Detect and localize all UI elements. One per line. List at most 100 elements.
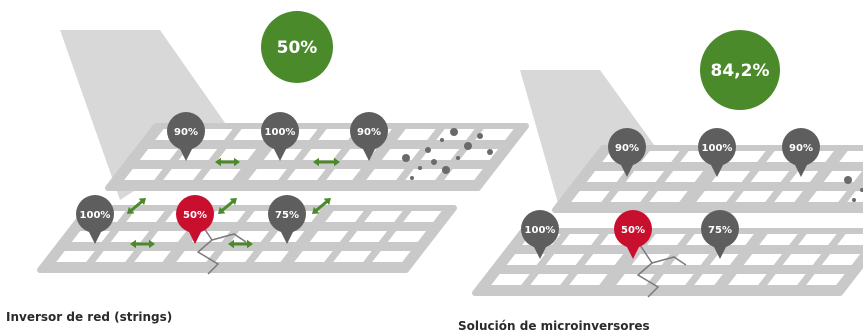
arrow-shaft (220, 200, 235, 212)
panel-cell (584, 254, 624, 265)
marker-label: 90% (174, 127, 198, 138)
panel-cell (333, 251, 372, 262)
efficiency-value: 50% (277, 38, 318, 58)
panel-cell (302, 149, 342, 160)
marker-panel: 100% (521, 210, 559, 259)
dirt-spot (410, 176, 414, 180)
dirt-spot (860, 188, 863, 192)
solar-panel (552, 145, 734, 213)
dirt-spot (844, 176, 852, 184)
marker-underperforming: 50% (614, 210, 652, 259)
double-arrow-icon (218, 198, 237, 214)
dirt-spot (431, 159, 437, 165)
panel-cell (821, 254, 861, 265)
panel-cell (664, 171, 704, 182)
panel-cell (647, 234, 686, 245)
marker-label: 100% (265, 127, 296, 138)
dirt-spot (464, 142, 472, 150)
arrow-head (247, 239, 253, 249)
marker-label: 50% (183, 210, 207, 221)
marker-body (261, 112, 299, 150)
panel-cell (798, 234, 837, 245)
arrow-head (215, 157, 221, 167)
panel-cell (616, 274, 655, 285)
marker-label: 100% (525, 225, 556, 236)
panel-cell (403, 211, 442, 222)
marker-body (701, 210, 739, 248)
panel-cell (530, 274, 569, 285)
arrow-head (127, 206, 135, 214)
panel-cell (649, 191, 688, 202)
panel-cell (670, 254, 710, 265)
arrow-shaft (314, 200, 329, 212)
panel-cell (215, 251, 254, 262)
arrow-head (323, 198, 331, 206)
arrow-head (229, 198, 237, 206)
panel-cell (318, 129, 357, 140)
marker-tail (625, 243, 641, 259)
solar-panel (347, 123, 529, 191)
efficiency-badge-left: 50% (261, 11, 333, 83)
panel-cell (309, 231, 349, 242)
panel-cell (56, 251, 95, 262)
panel-cell (506, 254, 546, 265)
caption-microinverter: Solución de microinversores (458, 319, 650, 333)
solar-panel (709, 228, 863, 296)
panel-cell (248, 169, 287, 180)
marker-panel: 90% (782, 128, 820, 177)
panel-cell (735, 191, 774, 202)
marker-label: 90% (789, 143, 813, 154)
marker-tail (87, 228, 103, 244)
dirt-spot (456, 156, 460, 160)
panel-cell (839, 151, 863, 162)
panel-cell (217, 149, 257, 160)
panel-cell (202, 169, 241, 180)
panel-cell (176, 251, 215, 262)
dirt-spot (440, 138, 444, 142)
arrow-head (130, 239, 136, 249)
caption-string-inverter: Inversor de red (strings) (6, 310, 173, 324)
marker-body (268, 195, 306, 233)
efficiency-circle (261, 11, 333, 83)
marker-tail (793, 161, 809, 177)
marker-tail (178, 145, 194, 161)
arrow-head (228, 239, 234, 249)
dirt-spot (418, 166, 422, 170)
arrow-head (334, 157, 340, 167)
marker-tail (361, 145, 377, 161)
arrow-head (313, 157, 319, 167)
panel-cell (110, 231, 150, 242)
panel-cell (767, 274, 806, 285)
marker-tail (272, 145, 288, 161)
double-arrow-icon (313, 157, 340, 167)
double-arrow-icon (127, 198, 146, 214)
marker-panel: 100% (76, 195, 114, 244)
marker-panel: 75% (701, 210, 739, 259)
arrow-head (149, 239, 155, 249)
panel-cell (71, 231, 111, 242)
marker-tail (532, 243, 548, 259)
marker-label: 100% (702, 143, 733, 154)
arrow-head (218, 206, 226, 214)
marker-body (782, 128, 820, 166)
arrow-head (138, 198, 146, 206)
panel-cell (95, 251, 134, 262)
panel-cell (444, 169, 483, 180)
panel-cell (782, 254, 822, 265)
marker-panel: 90% (608, 128, 646, 177)
panel-cell (728, 274, 767, 285)
panel-cell (325, 211, 364, 222)
panel-cell (806, 274, 845, 285)
marker-tail (712, 243, 728, 259)
panel-cell (372, 251, 411, 262)
arrow-head (312, 206, 320, 214)
panel-cell (727, 151, 766, 162)
panel-cell (571, 191, 610, 202)
cloud-shadow (60, 30, 230, 200)
panel-cell (561, 234, 600, 245)
panel-cell (750, 171, 790, 182)
arrow-shaft (129, 200, 144, 212)
crack-line (211, 233, 247, 243)
marker-body (176, 195, 214, 233)
marker-body (698, 128, 736, 166)
